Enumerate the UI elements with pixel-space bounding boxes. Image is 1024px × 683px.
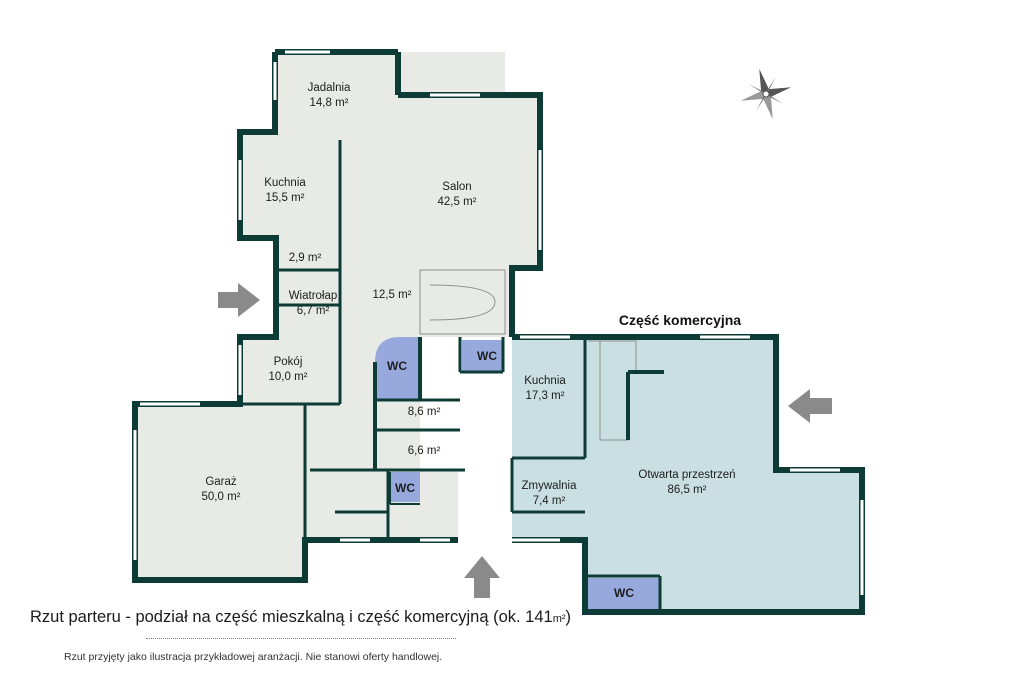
room-area-garaz: 50,0 m² — [202, 491, 241, 503]
room-name-garaz: Garaż — [205, 476, 237, 488]
room-area-small-2: 6,6 m² — [408, 445, 441, 457]
plan-caption: Rzut parteru - podział na część mieszkal… — [30, 608, 571, 627]
disclaimer-text: Rzut przyjęty jako ilustracja przykładow… — [64, 651, 443, 663]
room-area-hall: 12,5 m² — [373, 289, 412, 301]
caption-close: ) — [565, 608, 572, 626]
entrance-arrow-icon — [464, 556, 500, 598]
room-name-kuchnia-2: Kuchnia — [524, 375, 566, 387]
caption-unit: m² — [552, 613, 566, 625]
divider — [146, 638, 456, 639]
room-area-closet: 2,9 m² — [289, 252, 322, 264]
room-name-zmywalnia: Zmywalnia — [522, 480, 578, 492]
room-area-kuchnia-2: 17,3 m² — [526, 390, 565, 402]
room-name-kuchnia: Kuchnia — [264, 177, 306, 189]
entrance-arrows — [218, 283, 832, 598]
residential-floor — [135, 52, 540, 580]
windows — [133, 50, 864, 595]
wc-floors — [375, 337, 660, 610]
compass-rose-icon — [740, 68, 792, 120]
room-name-pokoj: Pokój — [274, 356, 303, 368]
wc-label-1: WC — [387, 359, 407, 373]
wc-label-4: WC — [614, 586, 634, 600]
room-area-pokoj: 10,0 m² — [269, 371, 308, 383]
room-area-salon: 42,5 m² — [438, 196, 477, 208]
room-area-small-1: 8,6 m² — [408, 406, 441, 418]
wc-label-2: WC — [477, 349, 497, 363]
room-name-salon: Salon — [442, 181, 471, 193]
room-area-wiatrolap: 6,7 m² — [297, 305, 330, 317]
room-area-kuchnia: 15,5 m² — [266, 192, 305, 204]
entrance-arrow-icon — [218, 283, 260, 317]
room-area-zmywalnia: 7,4 m² — [533, 495, 566, 507]
walls — [132, 49, 865, 615]
wc-label-3: WC — [395, 481, 415, 495]
room-labels: Jadalnia 14,8 m² Kuchnia 15,5 m² Salon 4… — [202, 82, 742, 600]
room-area-jadalnia: 14,8 m² — [310, 97, 349, 109]
room-name-open-space: Otwarta przestrzeń — [638, 469, 735, 481]
room-area-open-space: 86,5 m² — [668, 484, 707, 496]
room-name-wiatrolap: Wiatrołap — [289, 290, 338, 302]
room-name-jadalnia: Jadalnia — [308, 82, 351, 94]
entrance-arrow-icon — [788, 389, 832, 423]
commercial-part-title: Część komercyjna — [619, 312, 741, 328]
caption-text: Rzut parteru - podział na część mieszkal… — [30, 608, 553, 626]
